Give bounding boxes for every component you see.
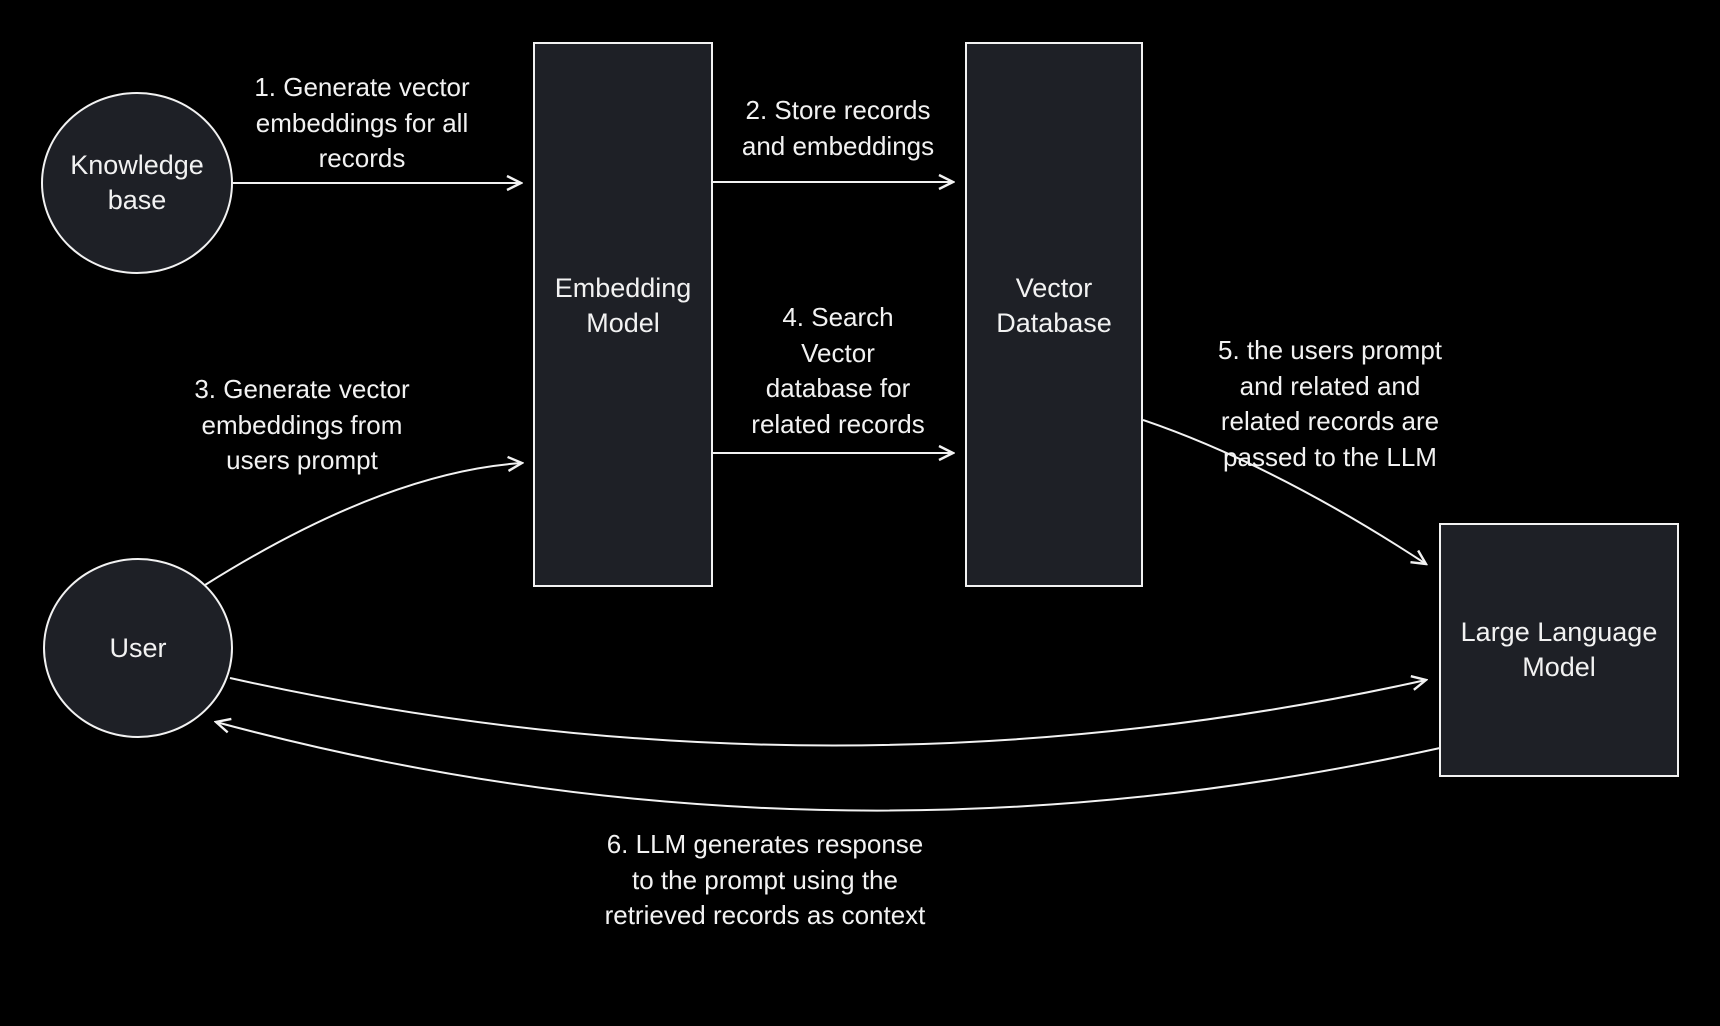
- label-step4: 4. Search Vector database for related re…: [751, 302, 925, 439]
- node-knowledge-base-label: base: [107, 185, 167, 215]
- arrow-step3-user-to-embedding: [204, 463, 522, 586]
- node-user-label: User: [109, 632, 167, 663]
- label-step1: 1. Generate vector embeddings for all re…: [254, 72, 470, 173]
- label-step6: 6. LLM generates response to the prompt …: [604, 829, 926, 930]
- node-llm-label: Large Language: [1460, 617, 1658, 647]
- node-embedding-model-label: Embedding: [554, 272, 692, 303]
- label-step3: 3. Generate vector embeddings from users…: [194, 374, 410, 475]
- node-llm-label: Model: [1522, 652, 1596, 682]
- arrow-step6-llm-to-user: [216, 722, 1441, 812]
- node-vector-database-label: Vector: [1015, 272, 1093, 303]
- node-knowledge-base: Knowledge base: [41, 92, 233, 274]
- arrow-user-to-llm: [229, 678, 1426, 747]
- node-vector-database-label: Database: [996, 307, 1112, 338]
- node-embedding-model-label: Model: [586, 307, 660, 338]
- label-step5: 5. the users prompt and related and rela…: [1218, 335, 1442, 472]
- node-large-language-model: Large Language Model: [1439, 523, 1679, 777]
- node-vector-database: Vector Database: [965, 42, 1143, 587]
- arrow-step5-vectordb-to-llm: [1142, 419, 1426, 564]
- label-step2: 2. Store records and embeddings: [741, 95, 935, 161]
- node-knowledge-base-label: Knowledge: [70, 150, 204, 180]
- node-user: User: [43, 558, 233, 738]
- node-embedding-model: Embedding Model: [533, 42, 713, 587]
